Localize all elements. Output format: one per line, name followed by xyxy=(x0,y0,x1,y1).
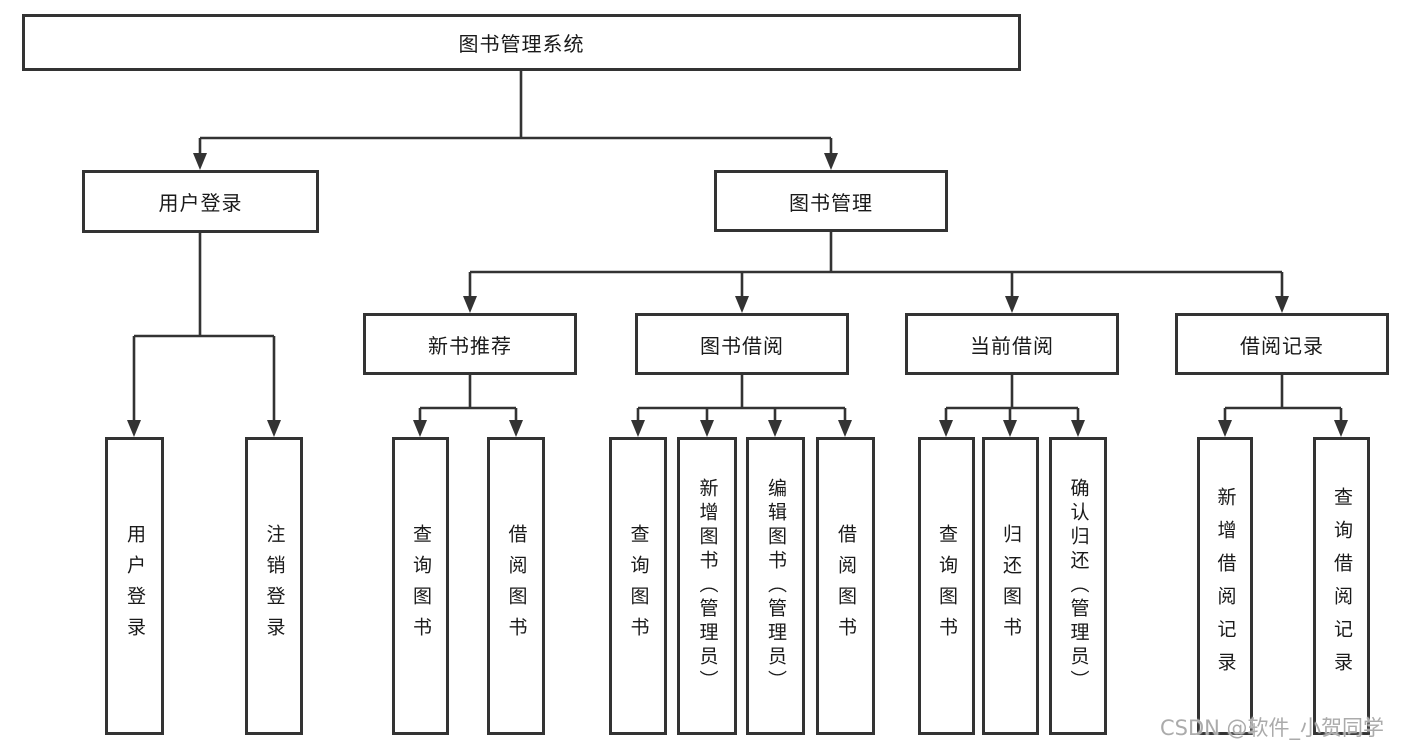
node-root: 图书管理系统 xyxy=(22,14,1021,71)
leaf-return-books-label: 归还图书 xyxy=(1000,524,1022,648)
node-book-management: 图书管理 xyxy=(714,170,948,232)
node-book-management-label: 图书管理 xyxy=(789,190,873,215)
leaf-query-books-current-label: 查询图书 xyxy=(936,524,958,648)
node-user-login: 用户登录 xyxy=(82,170,319,233)
leaf-borrow-books-recommend: 借阅图书 xyxy=(487,437,545,735)
node-book-borrow: 图书借阅 xyxy=(635,313,849,375)
leaf-query-books-borrow: 查询图书 xyxy=(609,437,667,735)
leaf-add-books-admin: 新增图书（管理员） xyxy=(677,437,737,735)
node-root-label: 图书管理系统 xyxy=(458,32,585,56)
node-current-borrow-label: 当前借阅 xyxy=(970,333,1054,358)
leaf-query-books-borrow-label: 查询图书 xyxy=(627,524,650,648)
leaf-query-borrow-record-label: 查询借阅记录 xyxy=(1331,487,1353,685)
node-new-book-recommend-label: 新书推荐 xyxy=(428,333,512,358)
leaf-add-borrow-record: 新增借阅记录 xyxy=(1197,437,1253,735)
node-current-borrow: 当前借阅 xyxy=(905,313,1119,375)
leaf-return-books: 归还图书 xyxy=(982,437,1039,735)
leaf-query-books-recommend: 查询图书 xyxy=(392,437,449,735)
leaf-logout-label: 注销登录 xyxy=(263,524,286,648)
leaf-query-books-recommend-label: 查询图书 xyxy=(410,524,432,648)
leaf-user-login-label: 用户登录 xyxy=(124,524,146,648)
leaf-add-books-admin-label: 新增图书（管理员） xyxy=(696,478,719,694)
arrowheads xyxy=(127,153,1348,437)
leaf-logout: 注销登录 xyxy=(245,437,303,735)
node-book-borrow-label: 图书借阅 xyxy=(700,333,784,358)
leaf-borrow-books-label: 借阅图书 xyxy=(835,524,857,648)
watermark: CSDN @软件_小贺同学 xyxy=(1160,716,1385,740)
leaf-borrow-books-recommend-label: 借阅图书 xyxy=(505,524,528,648)
leaf-query-books-current: 查询图书 xyxy=(918,437,975,735)
node-borrow-records-label: 借阅记录 xyxy=(1240,333,1324,358)
leaf-borrow-books: 借阅图书 xyxy=(816,437,875,735)
leaf-add-borrow-record-label: 新增借阅记录 xyxy=(1214,487,1237,685)
node-borrow-records: 借阅记录 xyxy=(1175,313,1389,375)
leaf-edit-books-admin: 编辑图书（管理员） xyxy=(746,437,805,735)
leaf-confirm-return-admin: 确认归还（管理员） xyxy=(1049,437,1107,735)
node-user-login-label: 用户登录 xyxy=(158,191,243,215)
leaf-edit-books-admin-label: 编辑图书（管理员） xyxy=(765,478,787,694)
leaf-confirm-return-admin-label: 确认归还（管理员） xyxy=(1067,478,1090,694)
leaf-user-login: 用户登录 xyxy=(105,437,164,735)
node-new-book-recommend: 新书推荐 xyxy=(363,313,577,375)
leaf-query-borrow-record: 查询借阅记录 xyxy=(1313,437,1370,735)
